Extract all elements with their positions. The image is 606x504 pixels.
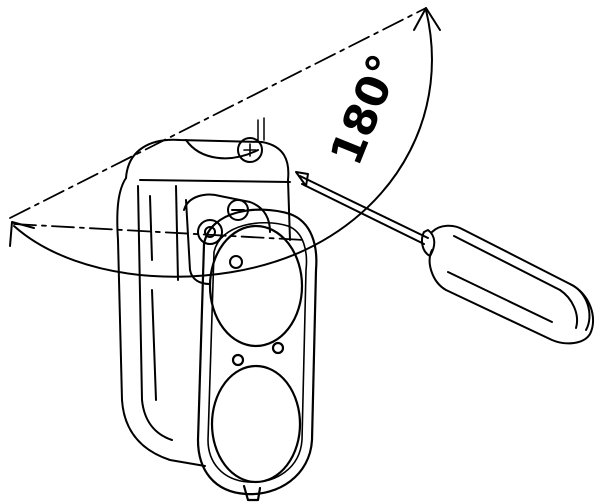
screwdriver (295, 171, 595, 345)
rotation-boundary-lower (13, 223, 305, 241)
front-cover (196, 208, 318, 502)
cover-screw-right (271, 341, 285, 355)
screwdriver-handle (428, 224, 595, 345)
cover-screw-left (231, 353, 245, 367)
upper-lens (208, 224, 304, 348)
mounting-bracket (125, 117, 291, 241)
arrowhead-top-icon (413, 7, 441, 31)
angle-label: 180° (321, 47, 411, 172)
rotation-boundary-upper (9, 7, 427, 219)
arrowhead-left-icon (9, 221, 35, 247)
screwdriver-tip (295, 171, 309, 187)
sensor-housing (116, 177, 271, 467)
screwdriver-shaft (299, 175, 429, 245)
lower-lens (210, 364, 302, 484)
